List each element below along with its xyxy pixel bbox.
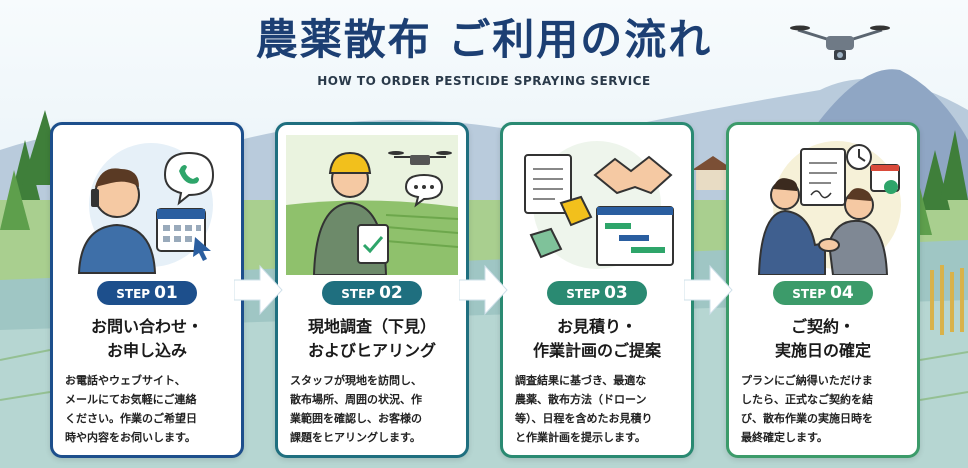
document-icon (524, 154, 572, 214)
drone-icon (388, 151, 452, 165)
step-description: お電話やウェブサイト、 メールにてお気軽にご連絡 ください。作業のご希望日 時や… (65, 374, 197, 444)
price-tag-icon (529, 195, 593, 259)
step-title: ご契約・ 実施日の確定 (774, 317, 871, 360)
arrow-right-icon (459, 264, 508, 316)
step-description: プランにご納得いただけま したら、正式なご契約を結 び、散布作業の実施日時を 最… (741, 374, 873, 444)
step-description: 調査結果に基づき、最適な 農薬、散布方法（ドローン 等）、日程を含めたお見積り … (515, 374, 653, 444)
arrow-right-icon (234, 264, 283, 316)
contract-icon (800, 148, 846, 206)
inspector-icon (286, 135, 458, 275)
step-title: お問い合わせ・ お申し込み (90, 317, 203, 360)
clock-icon (846, 144, 872, 170)
arrow-right-icon (684, 264, 733, 316)
estimate-plan-icon (524, 141, 674, 269)
drone-icon (790, 25, 890, 60)
step-title: お見積り・ 作業計画のご提案 (532, 317, 661, 360)
step-title: 現地調査（下見） およびヒアリング (307, 317, 436, 360)
page-subtitle: HOW TO ORDER PESTICIDE SPRAYING SERVICE (317, 74, 651, 88)
handshake-icon (593, 155, 673, 195)
business-handshake-icon (757, 141, 901, 275)
person-phone-icon (77, 143, 215, 274)
calendar-check-icon (870, 164, 900, 194)
page-title: 農薬散布 ご利用の流れ (255, 15, 713, 64)
gantt-chart-icon (596, 206, 674, 266)
calendar-icon (156, 208, 211, 261)
step-description: スタッフが現地を訪問し、 散布場所、周囲の状況、作 業範囲を確認し、お客様の 課… (290, 374, 422, 444)
